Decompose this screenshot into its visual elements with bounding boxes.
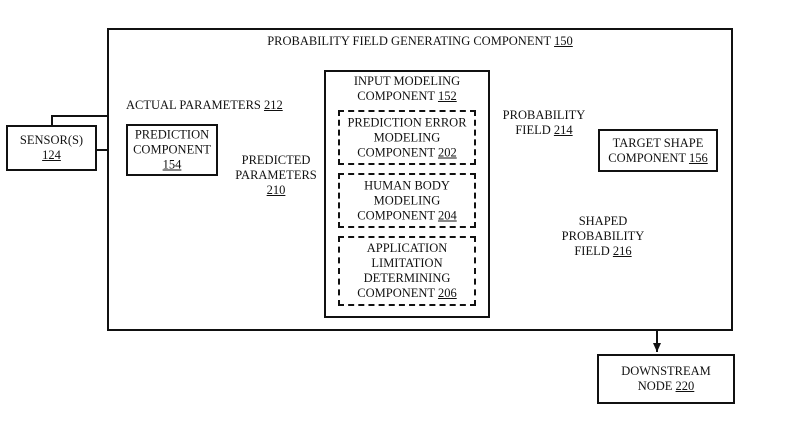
actual-parameters-label: ACTUAL PARAMETERS 212 <box>126 98 283 113</box>
downstream-label-1: DOWNSTREAM <box>621 364 711 378</box>
shaped-probability-field-label-2: PROBABILITY <box>561 229 645 243</box>
input-modeling-label-2: COMPONENT 152 <box>324 89 490 104</box>
downstream-ref: 220 <box>675 379 695 393</box>
downstream-label-2-text: NODE <box>637 379 673 393</box>
downstream-label-2: NODE 220 <box>599 379 733 394</box>
probability-field-label-2: FIELD 214 <box>494 123 594 138</box>
probability-field-label: PROBABILITY FIELD 214 <box>494 108 594 138</box>
prediction-error-modeling-box: PREDICTION ERROR MODELING COMPONENT 202 <box>338 110 476 165</box>
shaped-probability-field-ref: 216 <box>612 244 632 258</box>
prediction-error-label-2: MODELING <box>373 130 441 144</box>
predicted-parameters-label-2: PARAMETERS <box>235 168 317 182</box>
human-body-label-1: HUMAN BODY <box>364 178 450 192</box>
sensor-label: SENSOR(S) <box>19 133 84 147</box>
application-limitation-label-2: LIMITATION <box>371 256 443 270</box>
predicted-parameters-label: PREDICTED PARAMETERS 210 <box>226 153 326 198</box>
input-modeling-ref: 152 <box>437 89 457 103</box>
shaped-probability-field-label-1: SHAPED <box>578 214 628 228</box>
application-limitation-label-4-text: COMPONENT <box>357 286 435 300</box>
human-body-label-3: COMPONENT 204 <box>340 208 474 223</box>
shaped-probability-field-label-3: FIELD 216 <box>553 244 653 259</box>
shaped-probability-field-label: SHAPED PROBABILITY FIELD 216 <box>553 214 653 259</box>
human-body-ref: 204 <box>437 208 457 222</box>
application-limitation-box: APPLICATION LIMITATION DETERMINING COMPO… <box>338 236 476 306</box>
probability-field-ref: 214 <box>553 123 573 137</box>
input-modeling-label-1: INPUT MODELING <box>353 74 461 88</box>
actual-parameters-text: ACTUAL PARAMETERS <box>126 98 261 112</box>
prediction-error-label-3: COMPONENT 202 <box>340 145 474 160</box>
prediction-error-label-3-text: COMPONENT <box>357 145 435 159</box>
application-limitation-ref: 206 <box>437 286 457 300</box>
downstream-node-box: DOWNSTREAM NODE 220 <box>597 354 735 404</box>
target-shape-ref: 156 <box>688 150 708 165</box>
outer-ref: 150 <box>554 34 573 48</box>
probability-field-label-2-text: FIELD <box>515 123 551 137</box>
human-body-label-2: MODELING <box>373 193 441 207</box>
shaped-probability-field-label-3-text: FIELD <box>574 244 610 258</box>
target-shape-label-1: TARGET SHAPE <box>612 135 704 150</box>
application-limitation-label-3: DETERMINING <box>363 271 451 285</box>
predicted-parameters-label-1: PREDICTED <box>241 153 311 167</box>
application-limitation-label-4: COMPONENT 206 <box>340 286 474 301</box>
human-body-label-3-text: COMPONENT <box>357 208 435 222</box>
target-shape-component-box: TARGET SHAPE COMPONENT 156 <box>598 129 718 172</box>
human-body-modeling-box: HUMAN BODY MODELING COMPONENT 204 <box>338 173 476 228</box>
probability-field-label-1: PROBABILITY <box>502 108 586 122</box>
predicted-parameters-ref: 210 <box>266 183 286 197</box>
application-limitation-label-1: APPLICATION <box>366 241 448 255</box>
prediction-error-ref: 202 <box>437 145 457 159</box>
prediction-label-1: PREDICTION <box>134 127 210 142</box>
sensor-box: SENSOR(S) 124 <box>6 125 97 171</box>
prediction-component-box: PREDICTION COMPONENT 154 <box>126 124 218 176</box>
target-shape-label-2-text: COMPONENT <box>608 150 686 165</box>
input-modeling-label-2-text: COMPONENT <box>357 89 435 103</box>
prediction-ref: 154 <box>162 157 182 172</box>
target-shape-label-2: COMPONENT 156 <box>600 151 716 166</box>
input-modeling-title: INPUT MODELING COMPONENT 152 <box>324 74 490 104</box>
probability-field-generating-component-title: PROBABILITY FIELD GENERATING COMPONENT 1… <box>107 34 733 49</box>
outer-title-text: PROBABILITY FIELD GENERATING COMPONENT <box>267 34 551 48</box>
actual-parameters-ref: 212 <box>263 98 283 112</box>
prediction-label-2: COMPONENT <box>133 142 211 157</box>
sensor-ref: 124 <box>42 148 61 162</box>
prediction-error-label-1: PREDICTION ERROR <box>347 115 467 129</box>
